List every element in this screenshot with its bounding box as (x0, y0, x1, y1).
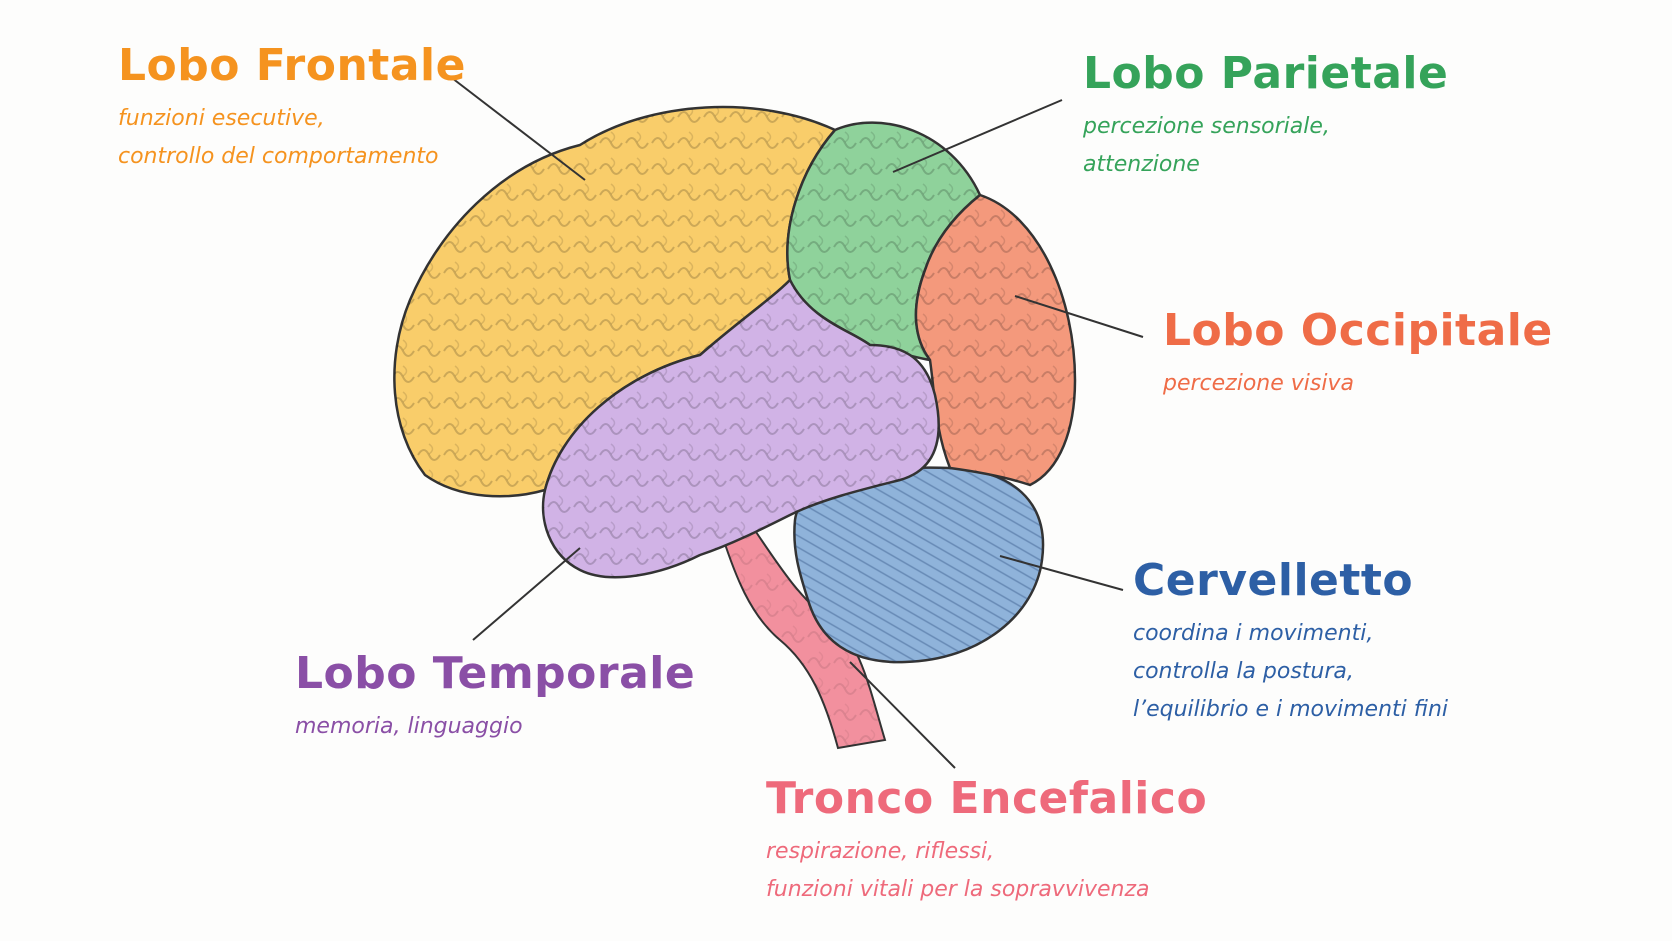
temporal-label: Lobo Temporale memoria, linguaggio (295, 648, 696, 746)
occipital-lobe-shape (914, 193, 1077, 487)
brainstem-leader-line (849, 661, 956, 769)
cerebellum-leader-line (999, 555, 1124, 591)
brainstem-desc-line: funzioni vitali per la sopravvivenza (766, 877, 1150, 903)
brainstem-title: Tronco Encefalico (766, 773, 1208, 824)
cerebellum-desc-line: controlla la postura, (1133, 659, 1354, 685)
frontal-desc-line: funzioni esecutive, (118, 106, 325, 132)
cerebellum-shape (793, 466, 1045, 664)
parietal-desc-line: attenzione (1083, 152, 1200, 178)
frontal-leader-line (451, 77, 586, 181)
parietal-leader-line (892, 99, 1063, 173)
cerebellum-description: coordina i movimenti, controlla la postu… (1133, 615, 1448, 729)
occipital-title: Lobo Occipitale (1163, 305, 1553, 356)
occipital-label: Lobo Occipitale percezione visiva (1163, 305, 1553, 403)
brainstem-description: respirazione, riflessi, funzioni vitali … (766, 833, 1207, 909)
parietal-label: Lobo Parietale percezione sensoriale, at… (1083, 48, 1449, 184)
occipital-leader-line (1014, 295, 1144, 338)
parietal-lobe-shape (786, 121, 982, 362)
temporal-description: memoria, linguaggio (295, 708, 695, 746)
frontal-description: funzioni esecutive, controllo del compor… (118, 100, 466, 176)
frontal-label: Lobo Frontale funzioni esecutive, contro… (118, 40, 466, 176)
brainstem-shape (720, 518, 887, 750)
frontal-title: Lobo Frontale (118, 40, 466, 91)
occipital-desc-line: percezione visiva (1163, 371, 1354, 397)
temporal-desc-line: memoria, linguaggio (295, 714, 523, 740)
cerebellum-title: Cervelletto (1133, 555, 1414, 606)
brainstem-desc-line: respirazione, riflessi, (766, 839, 995, 865)
parietal-title: Lobo Parietale (1083, 48, 1449, 99)
occipital-description: percezione visiva (1163, 365, 1553, 403)
temporal-title: Lobo Temporale (295, 648, 696, 699)
cerebellum-desc-line: coordina i movimenti, (1133, 621, 1374, 647)
parietal-description: percezione sensoriale, attenzione (1083, 108, 1448, 184)
parietal-desc-line: percezione sensoriale, (1083, 114, 1330, 140)
frontal-lobe-shape (393, 105, 838, 498)
cerebellum-label: Cervelletto coordina i movimenti, contro… (1133, 555, 1448, 729)
brainstem-label: Tronco Encefalico respirazione, riflessi… (766, 773, 1208, 909)
temporal-lobe-shape (541, 277, 940, 579)
cerebellum-desc-line: l’equilibrio e i movimenti fini (1133, 697, 1449, 723)
frontal-desc-line: controllo del comportamento (118, 144, 439, 170)
temporal-leader-line (472, 547, 581, 641)
